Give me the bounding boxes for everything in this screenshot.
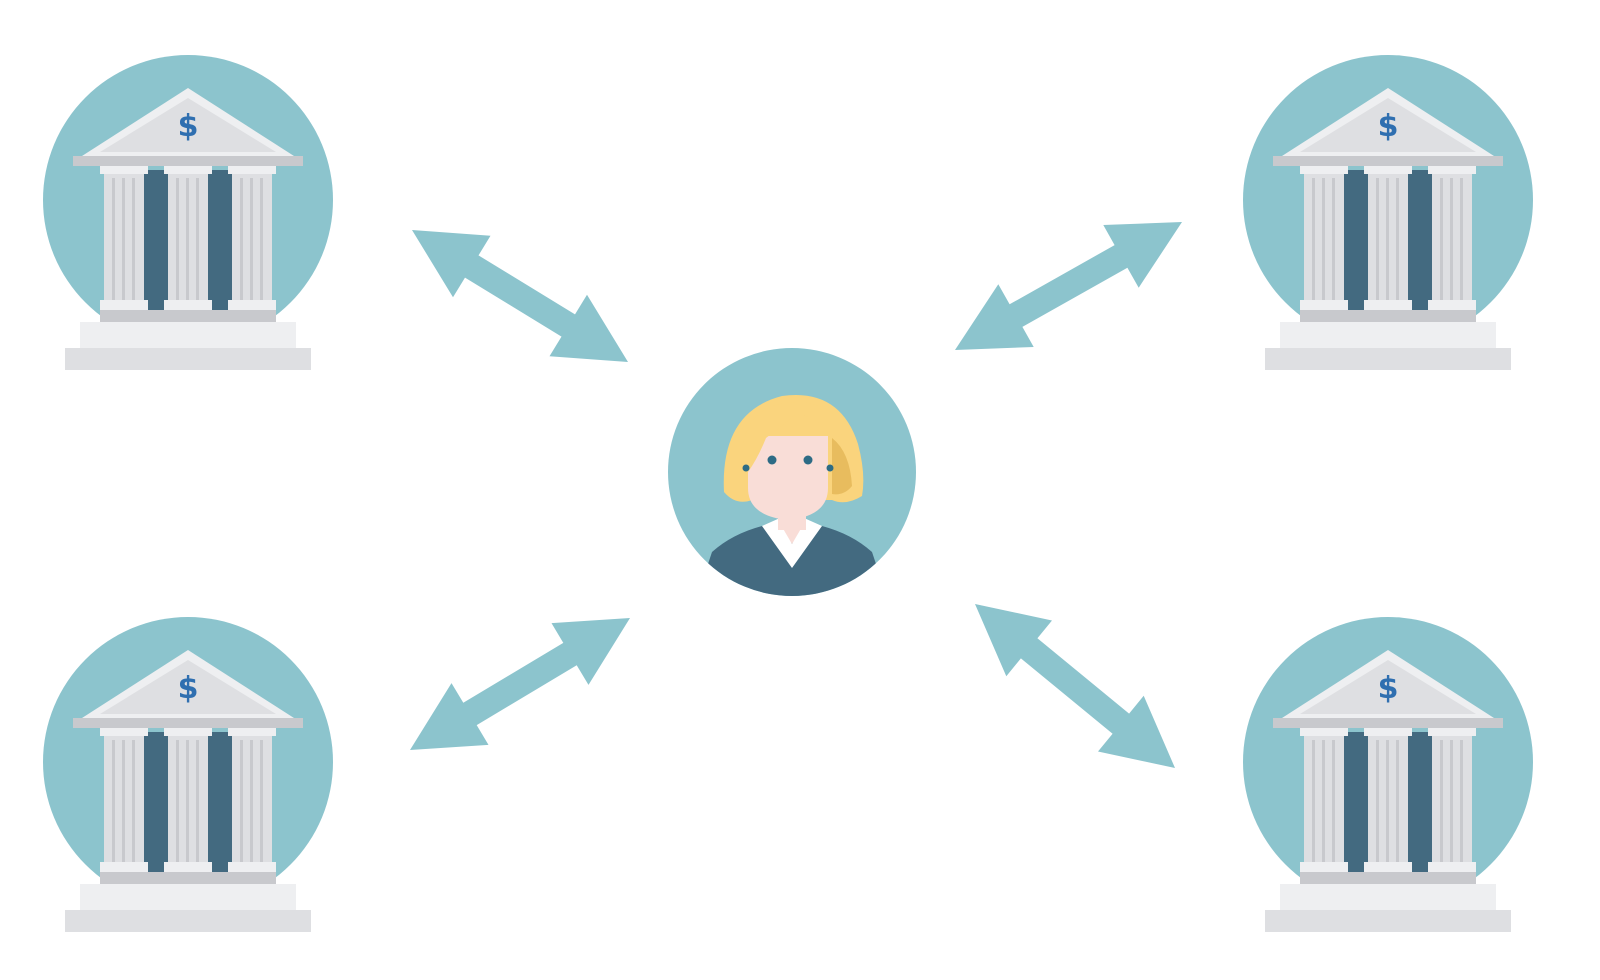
dollar-sign: $ xyxy=(1378,671,1399,706)
avatar-right-earring xyxy=(826,464,834,472)
bank-top-right: $ xyxy=(1243,55,1533,370)
avatar-right-eye xyxy=(803,455,813,465)
bank-column xyxy=(1428,728,1476,872)
dollar-sign: $ xyxy=(178,109,199,144)
bank-column xyxy=(164,728,212,872)
avatar-left-eye xyxy=(767,455,777,465)
bank-column xyxy=(1364,728,1412,872)
avatar-hair-fringe xyxy=(741,402,844,472)
bank-building-icon: $ xyxy=(43,55,333,370)
avatar-collar xyxy=(762,518,822,568)
bank-column xyxy=(164,166,212,310)
avatar-hair-shadow xyxy=(832,438,852,495)
double-arrow-bottom-left xyxy=(410,618,630,750)
bank-top-left: $ xyxy=(43,55,333,370)
bank-building-icon: $ xyxy=(1243,617,1533,932)
bank-bottom-left: $ xyxy=(43,617,333,932)
bank-column xyxy=(1300,728,1348,872)
arrow-group xyxy=(410,222,1182,768)
dollar-sign: $ xyxy=(1378,109,1399,144)
double-arrow-top-left xyxy=(412,230,628,362)
double-arrow-bottom-right xyxy=(975,604,1175,768)
bank-bottom-right: $ xyxy=(1243,617,1533,932)
bank-column xyxy=(228,728,276,872)
bank-column xyxy=(100,728,148,872)
bank-column xyxy=(100,166,148,310)
woman-avatar-icon xyxy=(668,348,916,596)
bank-column xyxy=(1300,166,1348,310)
bank-building-icon: $ xyxy=(1243,55,1533,370)
bank-column xyxy=(1428,166,1476,310)
avatar-left-earring xyxy=(742,464,750,472)
double-arrow-top-right xyxy=(955,222,1182,350)
dollar-sign: $ xyxy=(178,671,199,706)
avatar-neck-v xyxy=(778,520,806,544)
bank-building-icon: $ xyxy=(43,617,333,932)
bank-column xyxy=(1364,166,1412,310)
bank-column xyxy=(228,166,276,310)
